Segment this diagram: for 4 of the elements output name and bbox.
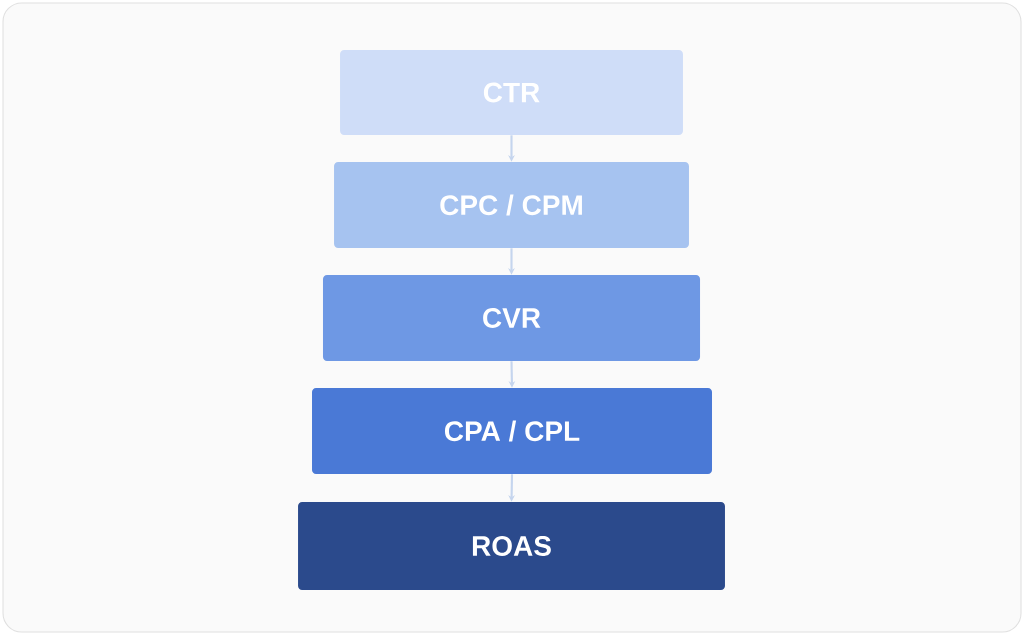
- metric-box: ROAS: [298, 502, 725, 590]
- metric-box: CPA / CPL: [312, 388, 712, 474]
- metric-box: CVR: [323, 275, 701, 361]
- metric-box: CPC / CPM: [334, 162, 689, 248]
